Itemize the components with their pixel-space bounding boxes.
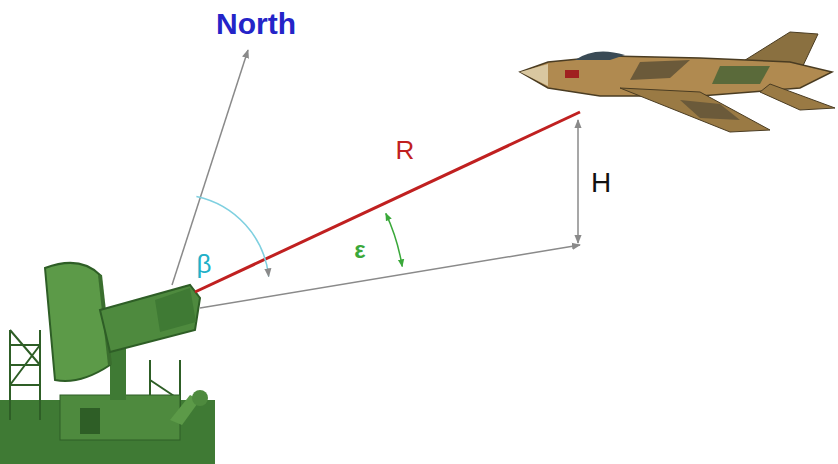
- elevation-arc: [386, 213, 402, 266]
- height-label: H: [591, 169, 611, 197]
- jet-stabilizer: [760, 84, 835, 110]
- height-arrow: [577, 120, 579, 243]
- jet-camo: [630, 60, 690, 80]
- radar-antenna: [100, 285, 200, 352]
- slant-range-line: [195, 112, 580, 292]
- jet-nose: [520, 64, 548, 86]
- north-arrow: [172, 50, 248, 285]
- ground-projection: [200, 245, 580, 308]
- jet-canopy: [575, 51, 625, 60]
- radar-door: [80, 408, 100, 434]
- radar-cabin: [60, 395, 180, 440]
- jet-marking: [565, 70, 579, 78]
- jet-aircraft: [520, 32, 835, 132]
- radar-small-dish: [192, 390, 208, 406]
- range-label: R: [396, 137, 415, 163]
- radar-mast: [110, 345, 126, 400]
- radar-dish: [45, 263, 110, 381]
- jet-wing: [620, 88, 770, 132]
- azimuth-label: β: [197, 251, 212, 277]
- radar-station: [0, 263, 215, 464]
- jet-camo: [680, 100, 740, 120]
- azimuth-arc: [196, 196, 268, 276]
- elevation-label: ε: [354, 238, 365, 262]
- jet-camo: [712, 66, 770, 84]
- radar-antenna-face: [155, 288, 196, 332]
- direction-label: North: [216, 9, 296, 39]
